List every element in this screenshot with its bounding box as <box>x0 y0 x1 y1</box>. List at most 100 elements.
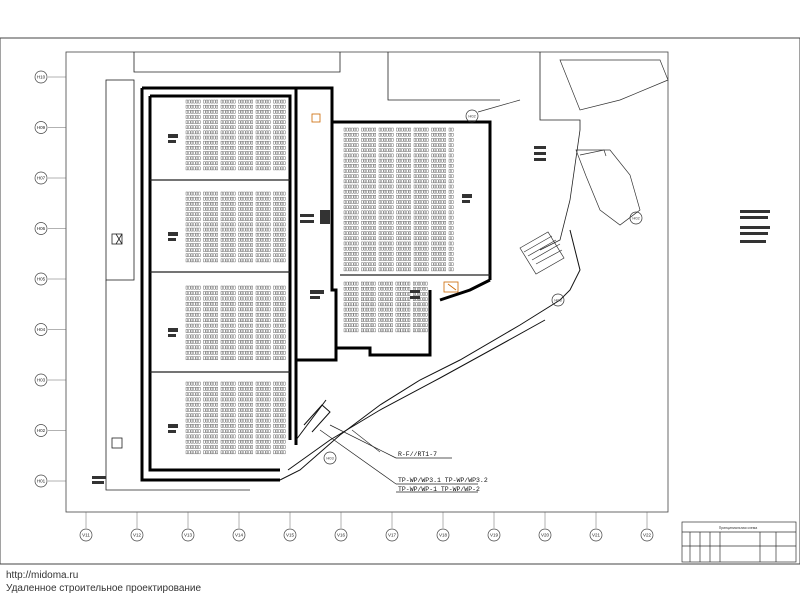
seat <box>193 166 196 171</box>
seat <box>248 191 251 196</box>
seat <box>398 195 401 199</box>
seat <box>416 241 419 246</box>
seat <box>185 99 188 104</box>
seat <box>245 151 248 155</box>
seat <box>278 345 281 350</box>
seat <box>240 381 243 386</box>
seat <box>255 222 258 227</box>
seat <box>190 392 193 396</box>
seat <box>215 302 218 306</box>
seat <box>448 236 451 241</box>
seat <box>230 434 233 439</box>
seat <box>386 221 389 225</box>
seat <box>225 212 228 216</box>
seat <box>193 350 196 355</box>
seat <box>258 350 261 355</box>
seat <box>420 313 423 317</box>
footer-url[interactable]: http://midoma.ru <box>6 570 79 581</box>
seat <box>448 205 451 209</box>
seat <box>273 161 276 165</box>
seat <box>238 413 241 418</box>
seat <box>383 169 386 173</box>
seat <box>265 125 268 129</box>
seat <box>438 252 441 256</box>
seat <box>273 227 276 232</box>
seat <box>213 402 216 407</box>
seat <box>418 164 421 168</box>
seat <box>403 323 406 327</box>
seat <box>431 231 434 235</box>
seat <box>193 312 196 317</box>
seat <box>258 323 261 328</box>
seat <box>250 135 253 140</box>
seat <box>233 350 236 355</box>
seat <box>280 329 283 333</box>
seat <box>275 434 278 439</box>
seat <box>363 231 366 235</box>
seat <box>263 381 266 386</box>
seat <box>273 429 276 433</box>
seat <box>278 202 281 206</box>
seat <box>263 253 266 257</box>
seat <box>260 381 263 386</box>
seat <box>441 262 444 266</box>
seat <box>413 210 416 215</box>
seat <box>351 257 354 261</box>
seat <box>443 148 446 152</box>
seat <box>403 267 406 272</box>
seat <box>361 281 364 286</box>
seat <box>421 267 424 272</box>
seat <box>248 402 251 407</box>
seat <box>383 189 386 194</box>
seat <box>205 345 208 350</box>
seat <box>198 130 201 135</box>
seat <box>273 413 276 418</box>
seat <box>391 143 394 147</box>
seat <box>198 196 201 201</box>
seat <box>406 210 409 215</box>
seat <box>343 302 346 307</box>
seat <box>366 215 369 220</box>
seat <box>190 318 193 323</box>
seat <box>406 236 409 241</box>
seat <box>233 120 236 124</box>
seat <box>405 318 408 322</box>
seat <box>401 210 404 215</box>
seat <box>230 413 233 418</box>
seat <box>380 297 383 301</box>
seat <box>363 143 366 147</box>
seat <box>188 307 191 312</box>
seat <box>416 221 419 225</box>
seat <box>353 153 356 158</box>
seat <box>381 138 384 142</box>
seat <box>421 174 424 178</box>
grid-col-label: V13 <box>184 533 193 538</box>
seat <box>268 130 271 135</box>
seat <box>243 381 246 386</box>
seat <box>223 248 226 252</box>
seat <box>265 146 268 150</box>
seat <box>210 350 213 355</box>
seat <box>198 439 201 444</box>
seat <box>260 146 263 150</box>
seat <box>343 153 346 158</box>
seat <box>401 174 404 178</box>
seat <box>213 413 216 418</box>
seat <box>248 318 251 323</box>
seat <box>255 161 258 165</box>
seat <box>423 200 426 204</box>
seat <box>258 166 261 171</box>
seat <box>240 258 243 263</box>
seat <box>390 287 393 291</box>
seat <box>373 313 376 317</box>
seat <box>208 345 211 350</box>
seat <box>195 329 198 333</box>
seat <box>443 241 446 246</box>
seat <box>233 302 236 306</box>
seat <box>263 140 266 145</box>
seat <box>346 169 349 173</box>
seat <box>260 125 263 129</box>
seat <box>401 231 404 235</box>
seat <box>210 120 213 124</box>
seat <box>230 202 233 206</box>
